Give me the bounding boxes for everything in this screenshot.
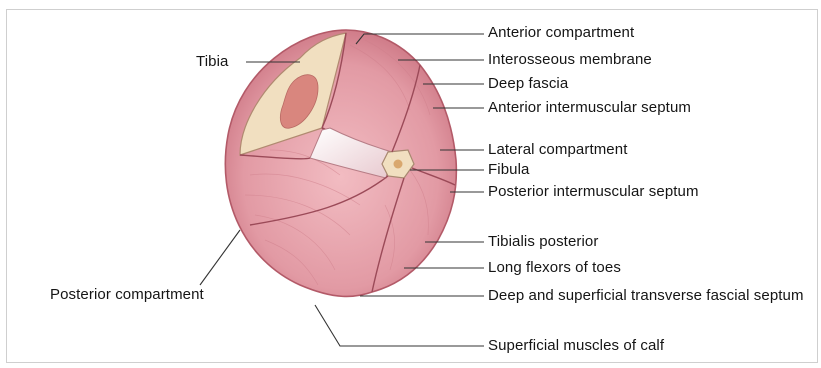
label-anterior-compartment: Anterior compartment [488, 24, 634, 42]
label-anterior-intermuscular-septum: Anterior intermuscular septum [488, 99, 691, 117]
label-posterior-compartment: Posterior compartment [50, 286, 204, 304]
label-fibula: Fibula [488, 161, 529, 179]
label-superficial-muscles-of-calf: Superficial muscles of calf [488, 337, 664, 355]
label-interosseous-membrane: Interosseous membrane [488, 51, 652, 69]
label-long-flexors-of-toes: Long flexors of toes [488, 259, 621, 277]
label-deep-and-superficial-transverse-fascial-septum: Deep and superficial transverse fascial … [488, 286, 818, 306]
label-deep-fascia: Deep fascia [488, 75, 568, 93]
label-tibialis-posterior: Tibialis posterior [488, 233, 598, 251]
label-lateral-compartment: Lateral compartment [488, 141, 627, 159]
label-posterior-intermuscular-septum: Posterior intermuscular septum [488, 183, 699, 201]
label-tibia: Tibia [196, 53, 228, 71]
